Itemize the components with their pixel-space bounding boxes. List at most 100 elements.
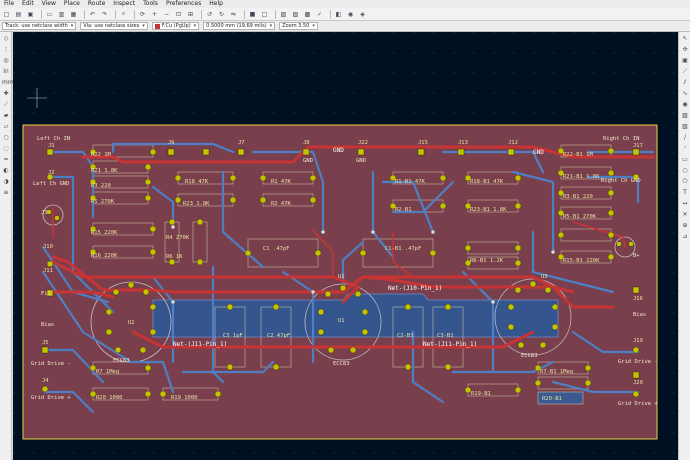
ref-r20: R20 1000 (96, 395, 123, 401)
ref-r7: R7 1Meg (96, 369, 119, 375)
ref-r22-b1: R22-B1 1M (563, 152, 593, 158)
polar-coords-icon[interactable]: ◎ (3, 57, 9, 64)
drc-icon[interactable]: ✓ (316, 10, 323, 18)
draw-circle-icon[interactable]: ○ (682, 167, 688, 174)
menu-view[interactable]: View (41, 0, 56, 7)
rotate-cw-icon[interactable]: ↻ (218, 10, 225, 18)
ref-r2-b1: R2-B1 (395, 207, 412, 213)
tune-length-icon[interactable]: ∿ (682, 90, 688, 97)
measure-icon[interactable]: ⊿ (682, 233, 688, 240)
main-toolbar: □ ▤ ▣ ▭ ▥ ▦ ↶ ↷ ⌕ ⟳ + − ⊡ ⊞ ↺ ↻ ⇋ ■ □ ▧ … (0, 8, 690, 21)
zoom-in-icon[interactable]: + (151, 10, 158, 18)
silk-gnd: GND (303, 158, 313, 164)
menu-help[interactable]: Help (209, 0, 223, 7)
zoom-select[interactable]: Zoom 3.50▾ (279, 22, 318, 30)
place-footprint-icon[interactable]: ▣ (682, 57, 688, 64)
menu-preferences[interactable]: Preferences (165, 0, 202, 7)
ref-j11: J11 (43, 268, 53, 274)
toolbar-separator (84, 9, 85, 19)
track-width-select[interactable]: Track: use netclass width▾ (2, 22, 77, 30)
net-colors-icon[interactable]: ◑ (3, 178, 9, 185)
ref-c3-b1: C3-B1 (437, 333, 454, 339)
set-origin-icon[interactable]: ⊕ (682, 222, 688, 229)
python-icon[interactable]: ◉ (347, 10, 354, 18)
cursor-shape-icon[interactable]: ✚ (3, 90, 9, 97)
zoom-out-icon[interactable]: − (163, 10, 170, 18)
silk-b-plus: B+ (633, 253, 640, 259)
open-icon[interactable]: ▤ (15, 10, 22, 18)
zoom-selection-icon[interactable]: ⊞ (187, 10, 194, 18)
refresh-icon[interactable]: ⟳ (139, 10, 146, 18)
ref-j16: J16 (633, 296, 643, 302)
units-inch-icon[interactable]: in (3, 68, 9, 75)
plot-icon[interactable]: ▦ (70, 10, 77, 18)
rotate-ccw-icon[interactable]: ↺ (206, 10, 213, 18)
silk-right-ch-in: Right Ch IN (603, 136, 639, 142)
menu-place[interactable]: Place (63, 0, 80, 7)
route-diff-pair-icon[interactable]: ⫽ (683, 79, 687, 86)
add-via-icon[interactable]: ◉ (682, 101, 688, 108)
menu-inspect[interactable]: Inspect (113, 0, 136, 7)
menu-file[interactable]: File (4, 0, 15, 7)
pcb-canvas[interactable]: Net-(J10-Pin_1) Net-(J11-Pin_1) Net-(J11… (13, 32, 678, 460)
search-icon[interactable]: ⌕ (121, 10, 126, 17)
page-settings-icon[interactable]: ▭ (46, 10, 53, 18)
via-sketch-icon[interactable]: ◌ (3, 145, 9, 152)
plugin-icon[interactable]: ◈ (360, 10, 365, 18)
unlock-icon[interactable]: □ (261, 10, 268, 18)
new-board-icon[interactable]: □ (3, 10, 10, 18)
select-icon[interactable]: ↖ (682, 35, 688, 42)
menu-edit[interactable]: Edit (22, 0, 34, 7)
chevron-down-icon: ▾ (70, 23, 74, 29)
ratsnest-icon[interactable]: ⟋ (3, 101, 9, 108)
track-sketch-icon[interactable]: ═ (4, 156, 8, 163)
zone-outline-icon[interactable]: ▱ (3, 123, 9, 130)
redo-icon[interactable]: ↷ (101, 10, 108, 18)
add-text-icon[interactable]: T (683, 189, 687, 196)
ref-r16: R16 220K (91, 253, 118, 259)
ref-c2-b1: C2-B1 (397, 333, 414, 339)
draw-line-icon[interactable]: / (683, 134, 687, 141)
undo-icon[interactable]: ↶ (89, 10, 96, 18)
menu-tools[interactable]: Tools (143, 0, 158, 7)
ref-r18-b1: R18-B1 47K (470, 179, 504, 185)
delete-icon[interactable]: ✕ (682, 211, 688, 218)
zone-fill-icon[interactable]: ▰ (3, 112, 9, 119)
menu-route[interactable]: Route (87, 0, 106, 7)
layers-manager-icon[interactable]: ≡ (3, 189, 9, 196)
save-icon[interactable]: ▣ (27, 10, 34, 18)
zoom-fit-icon[interactable]: ⊡ (175, 10, 182, 18)
flip-icon[interactable]: ⇋ (230, 10, 237, 18)
add-dimension-icon[interactable]: ↔ (682, 200, 688, 207)
grid-toggle-icon[interactable]: ⋮ (3, 46, 9, 53)
draw-arc-icon[interactable]: ◜ (683, 145, 687, 152)
pad-sketch-icon[interactable]: ○ (3, 134, 9, 141)
high-contrast-icon[interactable]: ◐ (3, 167, 9, 174)
print-icon[interactable]: ▥ (58, 10, 65, 18)
footprint-editor-icon[interactable]: ▨ (292, 10, 299, 18)
rule-area-icon[interactable]: ▧ (682, 123, 688, 130)
grid-select[interactable]: 0.5000 mm (19.69 mils)▾ (203, 22, 276, 30)
add-zone-icon[interactable]: ▨ (682, 112, 688, 119)
draw-polygon-icon[interactable]: ⬠ (682, 178, 688, 185)
lock-icon[interactable]: ■ (249, 10, 256, 18)
local-ratsnest-icon[interactable]: ✣ (682, 46, 688, 53)
route-track-icon[interactable]: ⟋ (682, 68, 688, 75)
ref-u1: U1 (338, 318, 345, 324)
draw-rect-icon[interactable]: ▭ (682, 156, 688, 163)
layer-icon[interactable]: ◧ (335, 10, 342, 18)
netlist-icon[interactable]: ▧ (280, 10, 287, 18)
layer-color-swatch (154, 23, 160, 29)
ref-j22: J22 (358, 140, 368, 146)
toolbar-separator (115, 9, 116, 19)
ref-j17: J17 (633, 143, 643, 149)
chevron-down-icon: ▾ (142, 23, 145, 29)
silk-grid-drive: Grid Drive - (618, 359, 658, 365)
silk-ecc83: ECC83 (521, 353, 538, 359)
ref-r1: R1 47K (271, 179, 292, 185)
via-size-select[interactable]: Via: use netclass sizes▾ (80, 22, 148, 30)
layer-select[interactable]: F.Cu (PgUp)▾ (151, 22, 200, 30)
units-mm-icon[interactable]: mm (2, 79, 14, 86)
footprint-browser-icon[interactable]: ▩ (304, 10, 311, 18)
drc-marker-icon[interactable]: ◇ (3, 35, 9, 42)
